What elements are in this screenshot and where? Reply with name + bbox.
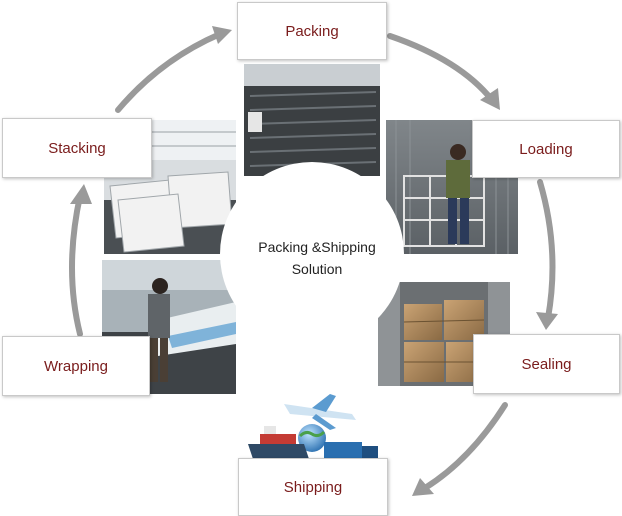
step-loading-label: Loading: [519, 140, 573, 158]
step-sealing: Sealing: [473, 334, 620, 394]
step-shipping: Shipping: [238, 458, 388, 516]
center-title-line2: Solution: [291, 261, 343, 277]
packing-photo: [244, 64, 380, 176]
step-stacking-label: Stacking: [48, 139, 106, 157]
cycle-arrows: [69, 31, 556, 491]
arrow-heads: [70, 26, 558, 496]
center-title: Packing &Shipping Solution: [232, 236, 402, 280]
step-shipping-label: Shipping: [283, 478, 343, 496]
step-loading: Loading: [472, 120, 620, 178]
step-wrapping: Wrapping: [2, 336, 150, 396]
step-packing: Packing: [237, 2, 387, 60]
step-sealing-label: Sealing: [521, 355, 572, 373]
center-title-line1: Packing &Shipping: [258, 239, 376, 255]
step-wrapping-label: Wrapping: [44, 357, 108, 375]
step-packing-label: Packing: [285, 22, 339, 40]
step-stacking: Stacking: [2, 118, 152, 178]
